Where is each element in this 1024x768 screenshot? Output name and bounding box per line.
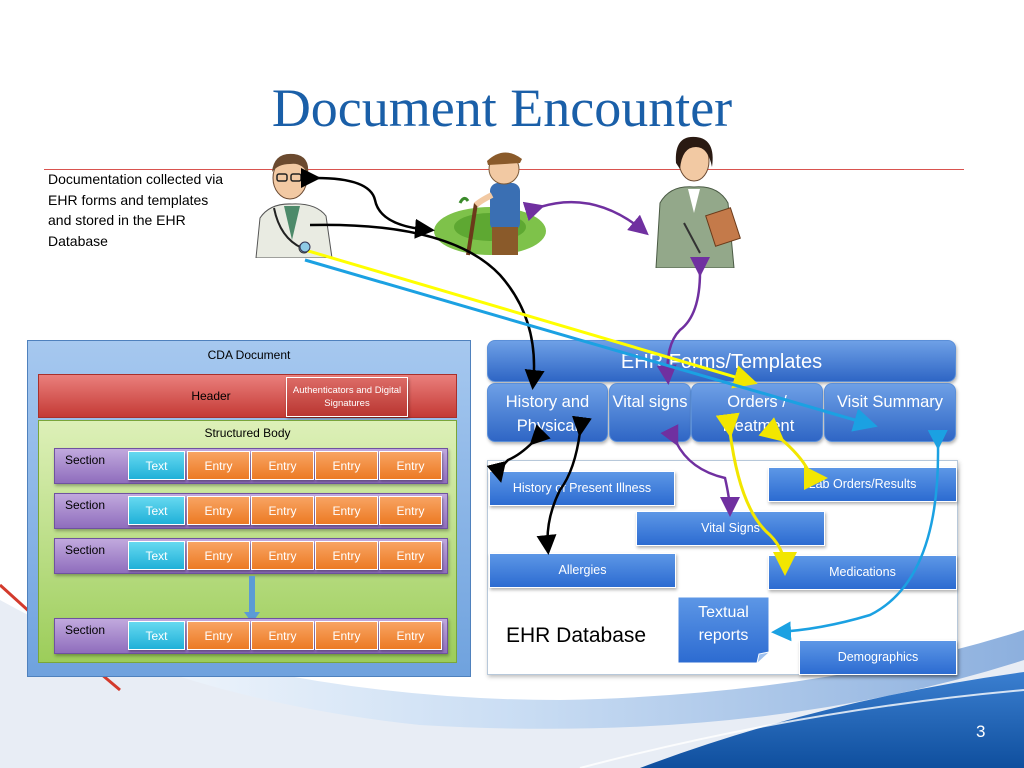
form-vital-signs: Vital signs bbox=[609, 383, 691, 442]
cda-header: Header Authenticators and Digital Signat… bbox=[38, 374, 457, 418]
structured-body: Structured Body Section Text Entry Entry… bbox=[38, 420, 457, 663]
section-row: Section Text Entry Entry Entry Entry bbox=[54, 493, 448, 529]
db-textual-reports: Textual reports bbox=[698, 604, 749, 644]
ehr-database-label: EHR Database bbox=[506, 624, 647, 647]
entry-chip: Entry bbox=[379, 496, 442, 525]
form-visit-summary: Visit Summary bbox=[824, 383, 956, 442]
text-chip: Text bbox=[128, 496, 185, 525]
slide-title: Document Encounter bbox=[271, 78, 733, 138]
description-text: Documentation collected via EHR forms an… bbox=[48, 171, 224, 249]
db-history-present-illness: History of Present Illness bbox=[489, 471, 675, 506]
entry-chip: Entry bbox=[379, 621, 442, 650]
section-label: Section bbox=[65, 498, 106, 512]
entry-chip: Entry bbox=[251, 541, 314, 570]
db-lab-orders-results: Lab Orders/Results bbox=[768, 467, 957, 502]
entry-chip: Entry bbox=[315, 541, 378, 570]
entry-chip: Entry bbox=[251, 496, 314, 525]
entry-chip: Entry bbox=[187, 541, 250, 570]
entry-chip: Entry bbox=[379, 451, 442, 480]
db-medications: Medications bbox=[768, 555, 957, 590]
ehr-forms-bar: EHR Forms/Templates bbox=[487, 340, 956, 382]
section-row: Section Text Entry Entry Entry Entry bbox=[54, 618, 448, 654]
form-history-physical: History and Physical bbox=[487, 383, 608, 442]
form-orders-treatment: Orders / Treatment bbox=[691, 383, 823, 442]
db-demographics: Demographics bbox=[799, 640, 957, 675]
continuation-arrow bbox=[244, 576, 260, 623]
section-label: Section bbox=[65, 623, 106, 637]
entry-chip: Entry bbox=[315, 496, 378, 525]
text-chip: Text bbox=[128, 451, 185, 480]
entry-chip: Entry bbox=[315, 451, 378, 480]
entry-chip: Entry bbox=[379, 541, 442, 570]
db-allergies: Allergies bbox=[489, 553, 676, 588]
text-chip: Text bbox=[128, 621, 185, 650]
cda-document-title: CDA Document bbox=[207, 348, 291, 362]
structured-body-label: Structured Body bbox=[204, 426, 291, 440]
page-number: 3 bbox=[976, 722, 986, 741]
entry-chip: Entry bbox=[187, 496, 250, 525]
textual-reports-shape bbox=[677, 596, 770, 664]
authenticators-box: Authenticators and Digital Signatures bbox=[286, 377, 408, 417]
section-row: Section Text Entry Entry Entry Entry bbox=[54, 538, 448, 574]
elderly-patient-clipart bbox=[434, 152, 546, 256]
section-label: Section bbox=[65, 543, 106, 557]
text-chip: Text bbox=[128, 541, 185, 570]
nurse-clipart bbox=[655, 136, 741, 268]
entry-chip: Entry bbox=[187, 451, 250, 480]
entry-chip: Entry bbox=[251, 621, 314, 650]
doctor-clipart bbox=[255, 153, 333, 258]
db-vital-signs: Vital Signs bbox=[636, 511, 825, 546]
section-label: Section bbox=[65, 453, 106, 467]
cda-document: CDA Document Header Authenticators and D… bbox=[27, 340, 471, 677]
entry-chip: Entry bbox=[315, 621, 378, 650]
section-row: Section Text Entry Entry Entry Entry bbox=[54, 448, 448, 484]
entry-chip: Entry bbox=[187, 621, 250, 650]
entry-chip: Entry bbox=[251, 451, 314, 480]
cda-header-label: Header bbox=[191, 389, 231, 403]
